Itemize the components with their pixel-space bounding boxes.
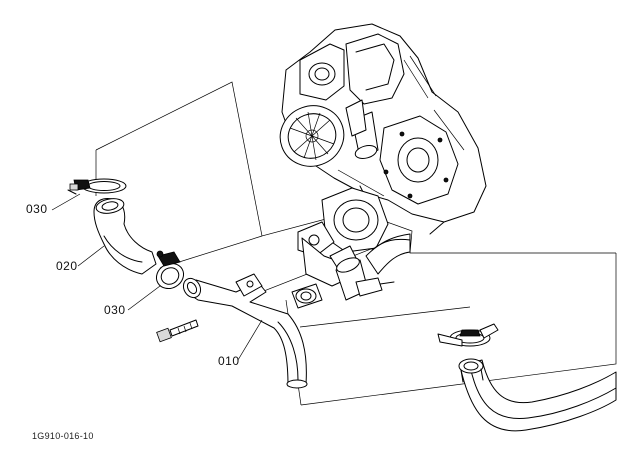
- callout-hose: 020: [56, 259, 78, 273]
- water-pipe-icon: [182, 273, 308, 389]
- figure-id: 1G910-016-10: [32, 431, 94, 441]
- mounting-bolt-icon: [156, 319, 199, 343]
- callout-clamp-lower: 030: [104, 303, 126, 317]
- callout-pipe: 010: [218, 354, 240, 368]
- hose-clamp-icon: [155, 250, 185, 290]
- callout-leaders: [51, 193, 263, 361]
- callout-clamp-upper: 030: [26, 202, 48, 216]
- thermostat-housing-icon: [335, 257, 395, 301]
- gear-cover-icon: [279, 105, 345, 167]
- hose-clamp-icon: [437, 323, 499, 347]
- hose-clamp-icon: [291, 283, 323, 309]
- radiator-hose-icon: [365, 233, 411, 275]
- water-return-hose-icon: [458, 358, 617, 432]
- engine-block-icon: [279, 23, 487, 235]
- water-return-hose-icon: [93, 198, 157, 275]
- hose-clamp-icon: [67, 178, 127, 195]
